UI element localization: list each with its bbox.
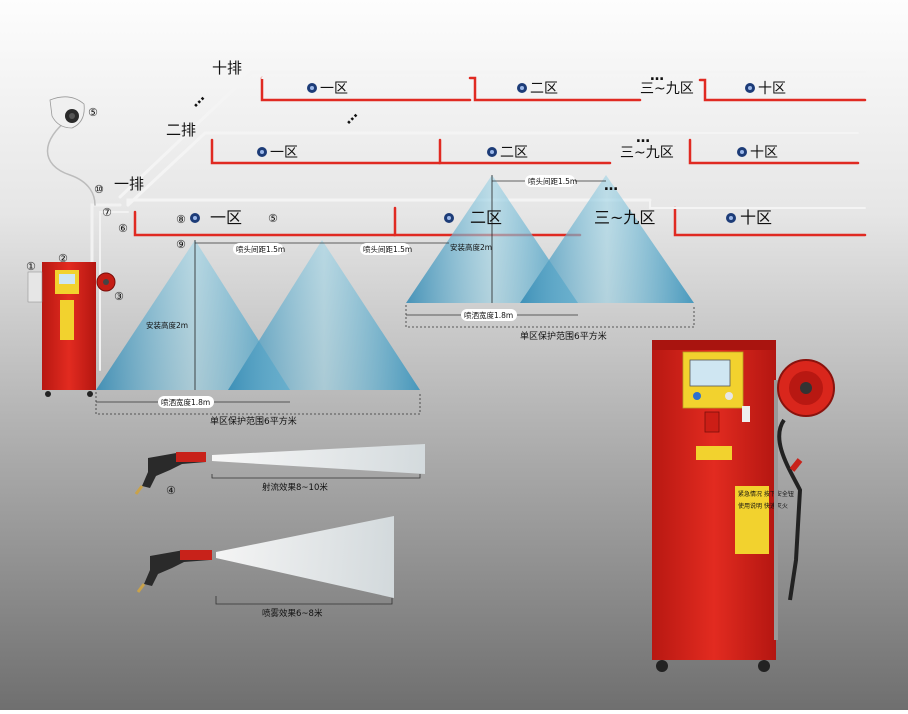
- nozzle-icon: [517, 83, 527, 93]
- zone-label: 三~九区: [594, 208, 655, 227]
- jet-spray-gun: 射流效果8~10米: [134, 444, 425, 495]
- nozzle-icon: [487, 147, 497, 157]
- spray-cones: [95, 175, 695, 415]
- nozzle-icon: [190, 213, 200, 223]
- row-label: 十排: [212, 59, 242, 77]
- ellipsis: …: [604, 178, 618, 194]
- zone-label: 一区: [320, 81, 348, 97]
- large-cabinet: 紧急情况 按下安全钮 使用说明 快速灭火: [652, 340, 835, 672]
- spec-labels: 喷头间距1.5m 喷头间距1.5m 喷头间距1.5m 安装高度2m 安装高度2m…: [146, 175, 607, 427]
- spray-width-label: 喷洒宽度1.8m: [464, 310, 513, 320]
- zone-label: 三~九区: [620, 145, 674, 161]
- ellipsis: …: [340, 106, 361, 127]
- nozzle-icon: [726, 213, 736, 223]
- row-label: 一排: [114, 175, 144, 193]
- nozzle-spacing-label: 喷头间距1.5m: [528, 176, 577, 186]
- markers: ① ② ③ ④ ⑤ ⑤ ⑥ ⑦ ⑧ ⑨ ⑩: [26, 106, 278, 497]
- marker-5: ⑤: [268, 212, 278, 225]
- nozzle-icon: [307, 83, 317, 93]
- zone-label: 一区: [270, 145, 298, 161]
- marker-2: ②: [58, 252, 68, 265]
- zone-label: 十区: [750, 145, 778, 161]
- zone-label: 二区: [470, 208, 502, 227]
- small-cabinet: [27, 262, 116, 397]
- zone-area-label: 单区保护范围6平方米: [520, 330, 607, 342]
- nozzle-icon: [444, 213, 454, 223]
- nozzle-icon: [737, 147, 747, 157]
- nozzle-spacing-label: 喷头间距1.5m: [236, 244, 285, 254]
- nozzles: [190, 83, 755, 223]
- jet-effect-label: 射流效果8~10米: [262, 482, 328, 493]
- nozzle-icon: [257, 147, 267, 157]
- marker-10: ⑩: [94, 183, 104, 196]
- marker-7: ⑦: [102, 206, 112, 219]
- install-height-label: 安装高度2m: [146, 320, 188, 330]
- right-panel-text: 使用说明 快速灭火: [738, 502, 788, 510]
- zone-area-label: 单区保护范围6平方米: [210, 415, 297, 427]
- marker-8: ⑧: [176, 213, 186, 226]
- marker-5: ⑤: [88, 106, 98, 119]
- camera-icon: [49, 96, 85, 129]
- pipe-network: [46, 70, 867, 372]
- marker-6: ⑥: [118, 222, 128, 235]
- zone-label: 二区: [500, 145, 528, 161]
- marker-3: ③: [114, 290, 124, 303]
- ellipsis: …: [636, 130, 650, 146]
- zone-label: 一区: [210, 208, 242, 227]
- nozzle-spacing-label: 喷头间距1.5m: [363, 244, 412, 254]
- marker-4: ④: [166, 484, 176, 497]
- zone-labels: 一区 二区 三~九区 十区 一区 二区 三~九区 十区 一区 二区 三~九区 十…: [210, 68, 786, 227]
- marker-1: ①: [26, 260, 36, 273]
- mist-effect-label: 喷雾效果6~8米: [262, 608, 323, 619]
- ellipsis: …: [650, 68, 664, 84]
- zone-label: 十区: [758, 81, 786, 97]
- spray-width-label: 喷洒宽度1.8m: [161, 397, 210, 407]
- ellipsis: …: [187, 89, 208, 110]
- marker-9: ⑨: [176, 238, 186, 251]
- mist-spray-gun: 喷雾效果6~8米: [136, 516, 394, 619]
- row-label: 二排: [166, 121, 196, 139]
- install-height-label: 安装高度2m: [450, 242, 492, 252]
- nozzle-icon: [745, 83, 755, 93]
- row-labels: 十排 二排 一排 … …: [114, 59, 361, 193]
- zone-label: 三~九区: [640, 81, 694, 97]
- zone-label: 十区: [740, 208, 772, 227]
- left-panel-text: 紧急情况 按下安全钮: [738, 490, 794, 498]
- zone-label: 二区: [530, 81, 558, 97]
